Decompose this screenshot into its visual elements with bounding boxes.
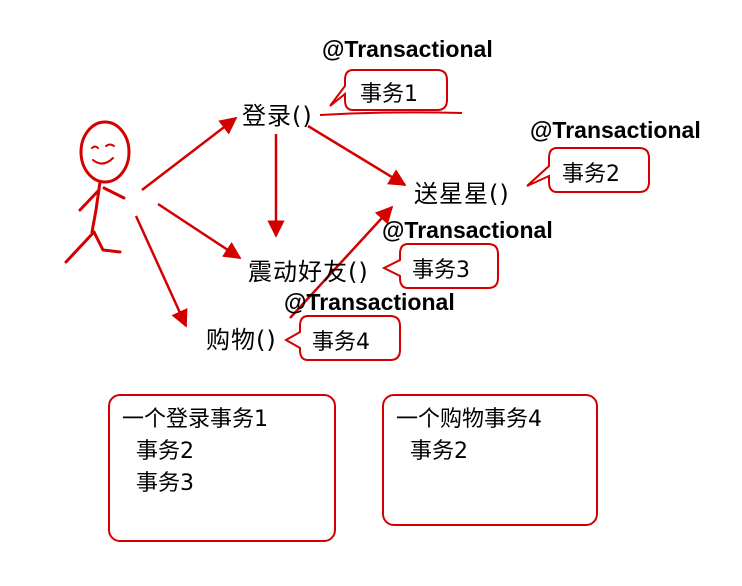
annotation-nudge: @Transactional — [382, 217, 553, 243]
node-login: 登录() — [242, 102, 313, 130]
summary-box-shopping: 一个购物事务4 事务2 — [382, 394, 598, 526]
annotation-shopping: @Transactional — [284, 289, 455, 315]
summary-box-login: 一个登录事务1 事务2 事务3 — [108, 394, 336, 542]
summary-line: 事务3 — [122, 471, 194, 496]
callout-shopping — [283, 315, 401, 361]
callout-login — [329, 69, 448, 111]
callout-nudge — [381, 243, 499, 289]
arrow-actor-to-nudge — [157, 202, 242, 260]
tx-label-login: 事务1 — [360, 82, 418, 107]
arrow-shopping-to-send-stars — [289, 205, 394, 319]
arrow-login-to-send-stars — [307, 124, 407, 187]
summary-line: 一个登录事务1 — [122, 407, 268, 432]
arrow-actor-to-login — [141, 116, 238, 191]
summary-line: 一个购物事务4 — [396, 407, 542, 432]
tx-label-nudge: 事务3 — [412, 258, 470, 283]
callout-send-stars — [526, 147, 650, 193]
node-shopping: 购物() — [206, 326, 277, 354]
stick-figure-icon — [64, 120, 131, 264]
arrow-actor-to-shopping — [134, 215, 188, 328]
node-nudge: 震动好友() — [248, 258, 369, 286]
node-send-stars: 送星星() — [414, 180, 510, 208]
login-underline — [319, 111, 463, 116]
summary-line: 事务2 — [396, 439, 468, 464]
summary-line: 事务2 — [122, 439, 194, 464]
tx-label-shopping: 事务4 — [312, 330, 370, 355]
annotation-send-stars: @Transactional — [530, 117, 701, 143]
tx-label-send-stars: 事务2 — [562, 162, 620, 187]
annotation-login: @Transactional — [322, 36, 493, 62]
